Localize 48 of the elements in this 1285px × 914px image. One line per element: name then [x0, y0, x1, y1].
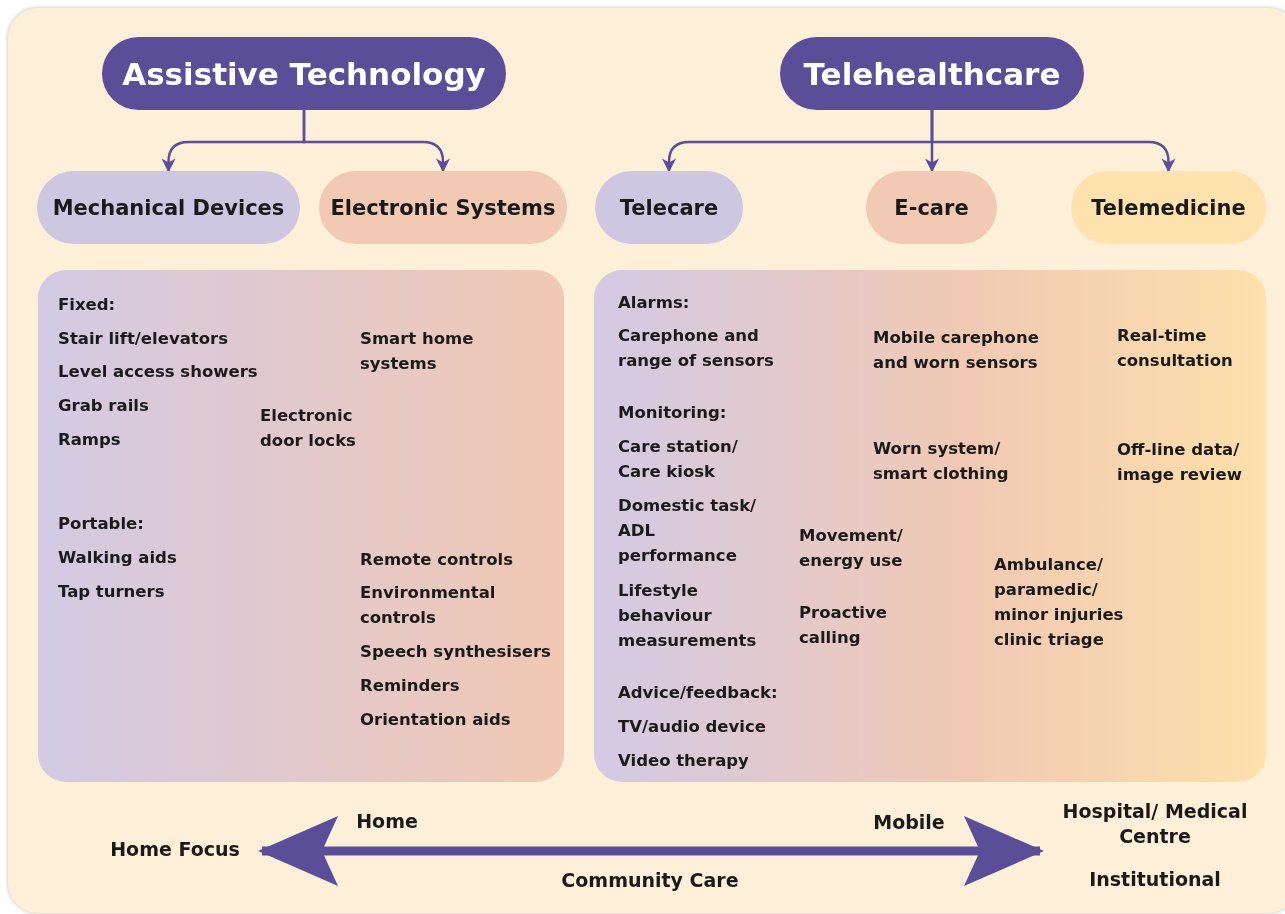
spectrum-label: Community Care	[561, 869, 739, 891]
arrow	[302, 110, 450, 173]
group-heading: Monitoring:	[618, 402, 728, 424]
end-label: Institutional	[1088, 867, 1222, 892]
spectrum-label: Mobile	[873, 811, 945, 833]
group-heading: Portable:	[58, 513, 145, 535]
item-text: Tap turners	[58, 581, 166, 603]
item-text: Remote controls	[360, 549, 514, 571]
group-heading: Advice/feedback:	[618, 682, 779, 704]
category-pill: Mechanical Devices	[37, 171, 300, 244]
item-text: Video therapy	[618, 750, 750, 772]
examples-panel	[594, 270, 1266, 782]
item-text: Stair lift/elevators	[58, 328, 229, 350]
end-label: Hospital/ Medical Centre	[1061, 799, 1249, 849]
item-text: Environmental controls	[360, 582, 497, 629]
item-text: Smart home systems	[360, 328, 475, 375]
item-text: Worn system/ smart clothing	[873, 438, 1010, 485]
category-pill: Telecare	[595, 171, 743, 244]
item-text: Off-line data/ image review	[1117, 439, 1243, 486]
item-text: Mobile carephone and worn sensors	[873, 327, 1040, 374]
arrow	[930, 110, 1176, 173]
item-text: Real-time consultation	[1117, 325, 1234, 372]
category-pill: Electronic Systems	[319, 171, 567, 244]
examples-panel	[38, 270, 564, 782]
item-text: TV/audio device	[618, 716, 767, 738]
item-text: Speech synthesisers	[360, 641, 552, 663]
item-text: Care station/ Care kiosk	[618, 436, 739, 483]
spectrum-label: Home	[356, 810, 418, 832]
end-label: Home Focus	[109, 837, 241, 862]
item-text: Grab rails	[58, 395, 150, 417]
double-arrow	[258, 816, 1044, 886]
item-text: Domestic task/ ADL performance	[618, 495, 758, 567]
group-heading: Fixed:	[58, 294, 117, 316]
item-text: Movement/ energy use	[799, 525, 904, 572]
item-text: Ramps	[58, 429, 122, 451]
item-text: Reminders	[360, 675, 461, 697]
category-pill: Telemedicine	[1071, 171, 1266, 244]
category-pill: Assistive Technology	[102, 37, 506, 110]
item-text: Orientation aids	[360, 709, 512, 731]
item-text: Walking aids	[58, 547, 178, 569]
item-text: Lifestyle behaviour measurements	[618, 580, 758, 652]
item-text: Ambulance/ paramedic/ minor injuries clinic triage	[994, 554, 1125, 651]
group-heading: Alarms:	[618, 292, 691, 314]
category-pill: Telehealthcare	[780, 37, 1084, 110]
item-text: Proactive calling	[799, 602, 888, 649]
item-text: Level access showers	[58, 361, 259, 383]
item-text: Carephone and range of sensors	[618, 325, 775, 372]
item-text: Electronic door locks	[260, 405, 357, 452]
